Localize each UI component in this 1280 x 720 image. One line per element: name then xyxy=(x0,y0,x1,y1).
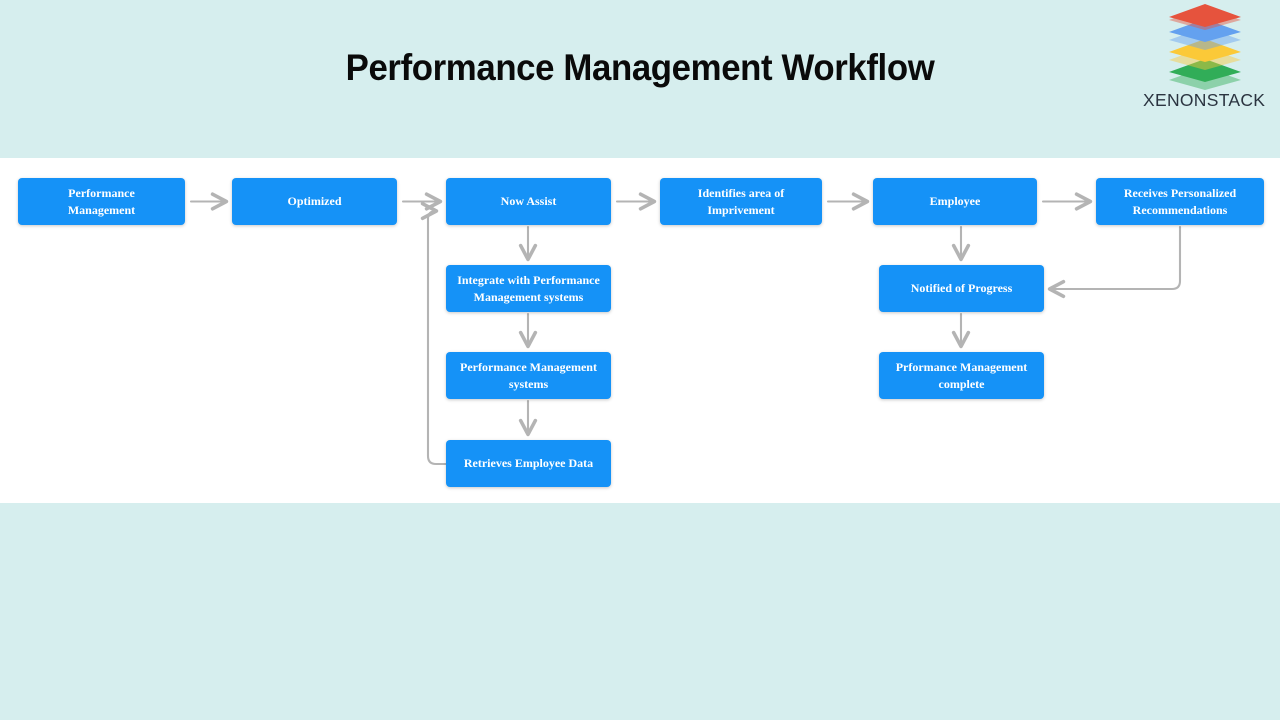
node-label: Performance Management systems xyxy=(460,360,597,391)
node-label: Now Assist xyxy=(500,194,557,209)
edge-n9-n3 xyxy=(420,201,448,466)
xenonstack-stacked-layers-logo xyxy=(1169,4,1241,90)
node-label: Employee xyxy=(929,194,981,209)
node-label: Optimized xyxy=(287,194,342,209)
node-employee[interactable]: Employee xyxy=(873,178,1037,225)
node-label: Retrieves Employee Data xyxy=(463,456,594,471)
footer-band xyxy=(0,503,1280,720)
header-band: Performance Management Workflow XENONSTA… xyxy=(0,0,1280,158)
node-optimized[interactable]: Optimized xyxy=(232,178,397,225)
node-label: Integrate with Performance Management sy… xyxy=(457,273,600,304)
node-performance-management[interactable]: Performance Management xyxy=(18,178,185,225)
node-label: Notified of Progress xyxy=(910,281,1013,296)
node-retrieves-employee-data[interactable]: Retrieves Employee Data xyxy=(446,440,611,487)
node-identifies-area-of-improvement[interactable]: Identifies area of Imprivement xyxy=(660,178,822,225)
node-receives-personalized-recommendations[interactable]: Receives Personalized Recommendations xyxy=(1096,178,1264,225)
edge-n6-n10 xyxy=(1047,225,1182,299)
diagram-canvas: Performance Management Optimized Now Ass… xyxy=(0,158,1280,503)
node-label: Receives Personalized Recommendations xyxy=(1123,186,1237,217)
node-notified-of-progress[interactable]: Notified of Progress xyxy=(879,265,1044,312)
logo-wordmark: XENONSTACK xyxy=(1143,90,1266,110)
node-now-assist[interactable]: Now Assist xyxy=(446,178,611,225)
node-performance-management-systems[interactable]: Performance Management systems xyxy=(446,352,611,399)
connector-layer xyxy=(189,192,1182,466)
node-performance-management-complete[interactable]: Prformance Management complete xyxy=(879,352,1044,399)
node-label: Performance Management xyxy=(67,186,136,217)
node-label: Prformance Management complete xyxy=(895,360,1028,391)
node-label: Identifies area of Imprivement xyxy=(697,186,785,217)
node-integrate-with-performance-management-systems[interactable]: Integrate with Performance Management sy… xyxy=(446,265,611,312)
page-title: Performance Management Workflow xyxy=(345,47,935,88)
brand-logo: XENONSTACK xyxy=(1143,4,1265,114)
